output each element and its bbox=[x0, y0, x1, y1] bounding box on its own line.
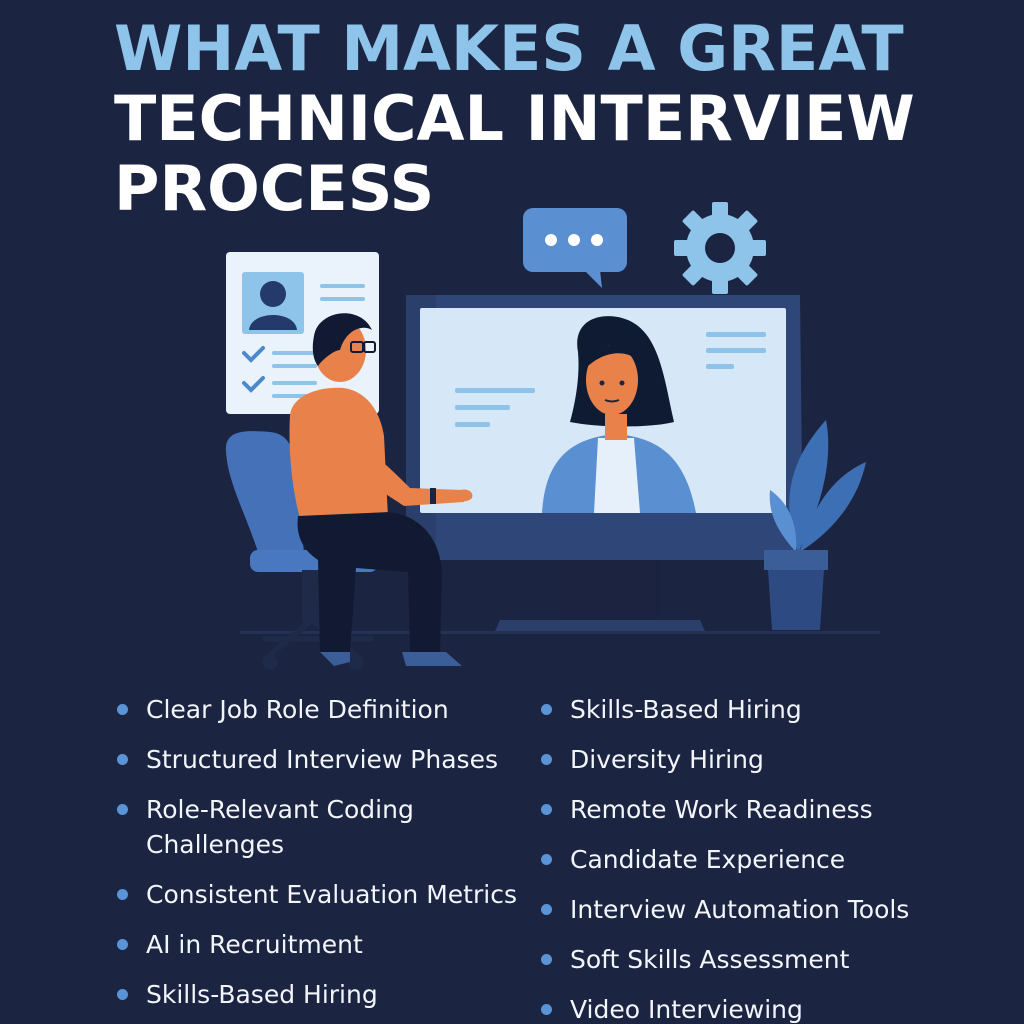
criteria-list-left: Clear Job Role Definition Structured Int… bbox=[116, 692, 526, 1024]
bullet-dot bbox=[117, 754, 128, 765]
list-item: Remote Work Readiness bbox=[540, 792, 960, 827]
bullet-dot bbox=[541, 954, 552, 965]
list-item-label: Remote Work Readiness bbox=[570, 795, 873, 824]
title-line-1: WHAT MAKES A GREAT bbox=[114, 12, 904, 85]
list-item: Role-Relevant Coding Challenges bbox=[116, 792, 526, 862]
title-line-3: PROCESS bbox=[114, 152, 435, 225]
list-item: Skills-Based Hiring bbox=[540, 692, 960, 727]
bullet-dot bbox=[117, 804, 128, 815]
floor-line bbox=[240, 631, 880, 634]
bullet-dot bbox=[541, 704, 552, 715]
gear-icon bbox=[674, 202, 766, 294]
criteria-list-right: Skills-Based Hiring Diversity Hiring Rem… bbox=[540, 692, 960, 1024]
interviewer-on-screen bbox=[542, 316, 696, 513]
chat-bubble-icon bbox=[523, 208, 627, 288]
list-item-label: Video Interviewing bbox=[570, 995, 803, 1024]
list-item: Video Interviewing bbox=[540, 992, 960, 1024]
interview-illustration bbox=[225, 202, 880, 670]
list-item-label: Skills-Based Hiring bbox=[146, 980, 378, 1009]
list-item: Interview Automation Tools bbox=[540, 892, 960, 927]
list-item-label: Consistent Evaluation Metrics bbox=[146, 880, 517, 909]
list-item-label: Interview Automation Tools bbox=[570, 895, 910, 924]
bullet-dot bbox=[541, 854, 552, 865]
title-line-2: TECHNICAL INTERVIEW bbox=[114, 82, 915, 155]
bullet-dot bbox=[541, 804, 552, 815]
page-title: WHAT MAKES A GREAT TECHNICAL INTERVIEW P… bbox=[114, 14, 915, 224]
list-item: Candidate Experience bbox=[540, 842, 960, 877]
list-item-label: Clear Job Role Definition bbox=[146, 695, 449, 724]
bullet-dot bbox=[117, 704, 128, 715]
candidate-man bbox=[289, 313, 473, 666]
list-item: Clear Job Role Definition bbox=[116, 692, 526, 727]
plant-icon bbox=[764, 420, 866, 630]
list-item: AI in Recruitment bbox=[116, 927, 526, 962]
bullet-dot bbox=[541, 904, 552, 915]
checkmark-icon bbox=[242, 346, 265, 393]
list-item-label: Soft Skills Assessment bbox=[570, 945, 850, 974]
list-item-label: Candidate Experience bbox=[570, 845, 846, 874]
bullet-dot bbox=[117, 889, 128, 900]
list-item-label: Role-Relevant Coding Challenges bbox=[146, 795, 414, 859]
list-item: Structured Interview Phases bbox=[116, 742, 526, 777]
list-item-label: AI in Recruitment bbox=[146, 930, 363, 959]
list-item: Soft Skills Assessment bbox=[540, 942, 960, 977]
bullet-dot bbox=[117, 989, 128, 1000]
list-item-label: Structured Interview Phases bbox=[146, 745, 498, 774]
list-item: Skills-Based Hiring bbox=[116, 977, 526, 1012]
bullet-dot bbox=[541, 754, 552, 765]
bullet-dot bbox=[541, 1004, 552, 1015]
list-item: Consistent Evaluation Metrics bbox=[116, 877, 526, 912]
list-item-label: Skills-Based Hiring bbox=[570, 695, 802, 724]
bullet-dot bbox=[117, 939, 128, 950]
list-item-label: Diversity Hiring bbox=[570, 745, 764, 774]
list-item: Diversity Hiring bbox=[540, 742, 960, 777]
